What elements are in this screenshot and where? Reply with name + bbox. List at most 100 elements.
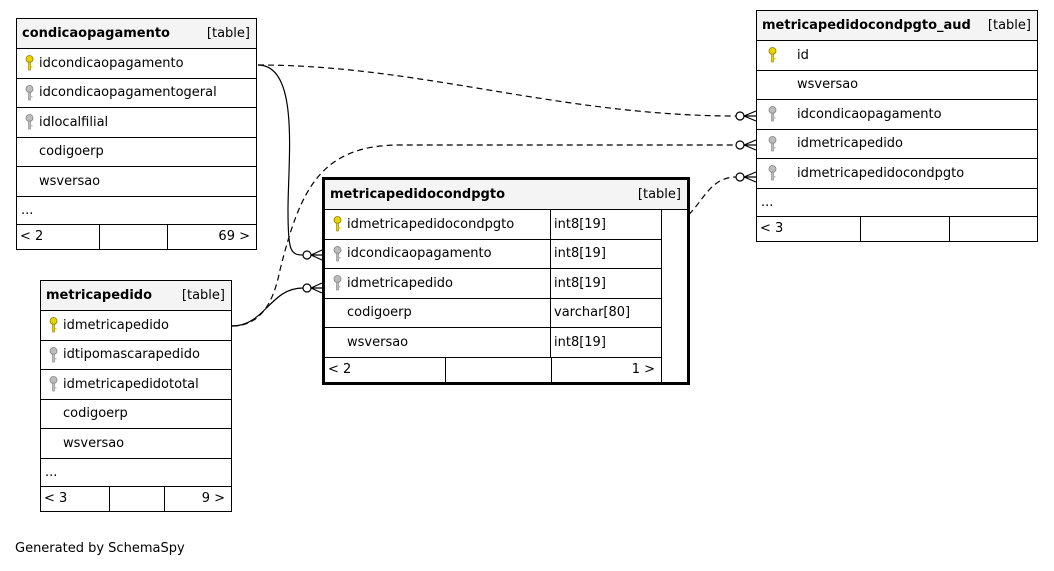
relation-metricapedido-to-metricapedidocondpgto [231, 287, 304, 327]
column-name: idtipomascarapedido [63, 347, 200, 363]
column-name: id [797, 47, 809, 63]
column-type: int8[19] [550, 210, 661, 239]
relation-endpoint-icon [735, 111, 745, 121]
foreign-key-icon [759, 135, 785, 152]
column-type: int8[19] [550, 269, 661, 298]
column-name: idmetricapedidocondpgto [797, 165, 965, 181]
parents-count[interactable]: < 2 [20, 229, 44, 244]
column-row[interactable]: wsversao [41, 429, 231, 459]
column-row[interactable]: idmetricapedidocondpgto int8[19] [325, 210, 661, 240]
primary-key-icon [327, 216, 347, 232]
table-type-label: [table] [987, 18, 1031, 33]
column-row[interactable]: idmetricapedido [41, 311, 231, 341]
table-name: metricapedidocondpgto_aud [762, 18, 971, 33]
table-footer: < 2 69 > [17, 224, 256, 249]
column-row[interactable]: wsversao [757, 71, 1037, 100]
column-row[interactable]: idmetricapedidocondpgto [757, 159, 1037, 189]
column-row[interactable]: idlocalfilial [17, 108, 256, 138]
parents-count[interactable]: < 3 [760, 221, 784, 236]
table-header: metricapedidocondpgto_aud [table] [757, 11, 1037, 41]
children-count[interactable]: 1 > [551, 357, 661, 382]
footer-spacer [445, 357, 551, 382]
relation-endpoint-icon [735, 172, 745, 182]
generated-by-label: Generated by SchemaSpy [15, 541, 185, 556]
table-condicaopagamento[interactable]: condicaopagamento [table] idcondicaopaga… [16, 18, 257, 250]
column-name: codigoerp [347, 305, 412, 321]
column-name: idmetricapedido [63, 317, 170, 333]
table-header: metricapedido [table] [41, 281, 231, 311]
column-name: idcondicaopagamento [39, 55, 184, 71]
column-name: wsversao [63, 435, 125, 451]
column-name: idcondicaopagamento [347, 246, 492, 262]
column-type: int8[19] [550, 328, 661, 357]
column-name: idcondicaopagamentogeral [39, 85, 217, 101]
table-footer: < 3 9 > [41, 486, 231, 511]
foreign-key-icon [327, 245, 347, 262]
children-count[interactable]: 9 > [164, 486, 231, 511]
primary-key-icon [43, 317, 63, 333]
foreign-key-icon [43, 346, 63, 363]
parents-count[interactable]: < 3 [44, 491, 68, 506]
column-row[interactable]: codigoerp [41, 400, 231, 429]
column-row[interactable]: idmetricapedidototal [41, 370, 231, 400]
table-name: metricapedido [46, 288, 153, 303]
footer-spacer [860, 216, 949, 241]
column-row[interactable]: wsversao [17, 167, 256, 197]
table-metricapedidocondpgto[interactable]: metricapedidocondpgto [table] idmetricap… [322, 177, 690, 385]
column-row[interactable]: wsversao int8[19] [325, 328, 661, 358]
column-name: idlocalfilial [39, 114, 109, 130]
footer-spacer [99, 224, 167, 249]
column-name: wsversao [797, 77, 859, 93]
column-row[interactable]: id [757, 41, 1037, 71]
relation-condicaopagamento-to-metricapedidocondpgto [257, 64, 304, 256]
relation-endpoint-icon [735, 140, 745, 150]
column-row[interactable]: idmetricapedido int8[19] [325, 269, 661, 299]
foreign-key-icon [43, 376, 63, 392]
table-footer: < 2 1 > [325, 357, 661, 382]
column-name: codigoerp [63, 406, 128, 422]
table-header: metricapedidocondpgto [table] [325, 180, 687, 210]
column-type: int8[19] [550, 239, 661, 268]
more-columns: ... [757, 189, 1037, 217]
children-count[interactable]: 69 > [167, 224, 256, 249]
footer-spacer [109, 486, 164, 511]
column-name: idmetricapedidototal [63, 376, 199, 392]
foreign-key-icon [327, 275, 347, 291]
column-row[interactable]: idcondicaopagamento int8[19] [325, 239, 661, 269]
table-name: condicaopagamento [22, 26, 170, 41]
column-row[interactable]: codigoerp [17, 138, 256, 167]
column-name: codigoerp [39, 144, 104, 160]
table-footer: < 3 [757, 216, 1037, 241]
foreign-key-icon [759, 165, 785, 181]
relation-endpoint-icon [302, 283, 312, 293]
column-row[interactable]: idcondicaopagamento [757, 100, 1037, 130]
column-name: wsversao [39, 173, 101, 189]
table-metricapedido[interactable]: metricapedido [table] idmetricapedido id… [40, 280, 232, 512]
relation-condicaopagamento-to-aud [257, 64, 737, 117]
foreign-key-icon [19, 114, 39, 130]
column-row[interactable]: idcondicaopagamento [17, 49, 256, 79]
column-row[interactable]: idtipomascarapedido [41, 341, 231, 370]
column-row[interactable]: idcondicaopagamentogeral [17, 79, 256, 108]
children-count[interactable] [949, 216, 1037, 241]
table-type-label: [table] [181, 288, 225, 303]
table-metricapedidocondpgto-aud[interactable]: metricapedidocondpgto_aud [table] id wsv… [756, 10, 1038, 242]
foreign-key-icon [19, 84, 39, 101]
parents-count[interactable]: < 2 [328, 362, 352, 377]
more-columns: ... [17, 197, 256, 225]
column-name: idcondicaopagamento [797, 106, 942, 122]
column-row[interactable]: idmetricapedido [757, 130, 1037, 159]
relation-metricapedido-to-aud [231, 144, 736, 327]
table-type-label: [table] [206, 26, 250, 41]
column-name: idmetricapedido [347, 275, 454, 291]
column-name: idmetricapedidocondpgto [347, 216, 515, 232]
column-row[interactable]: codigoerp varchar[80] [325, 298, 661, 328]
table-type-label: [table] [637, 187, 681, 202]
more-columns: ... [41, 459, 231, 487]
primary-key-icon [759, 47, 785, 63]
table-header: condicaopagamento [table] [17, 19, 256, 49]
table-name: metricapedidocondpgto [330, 187, 505, 202]
primary-key-icon [19, 55, 39, 71]
foreign-key-icon [759, 106, 785, 122]
